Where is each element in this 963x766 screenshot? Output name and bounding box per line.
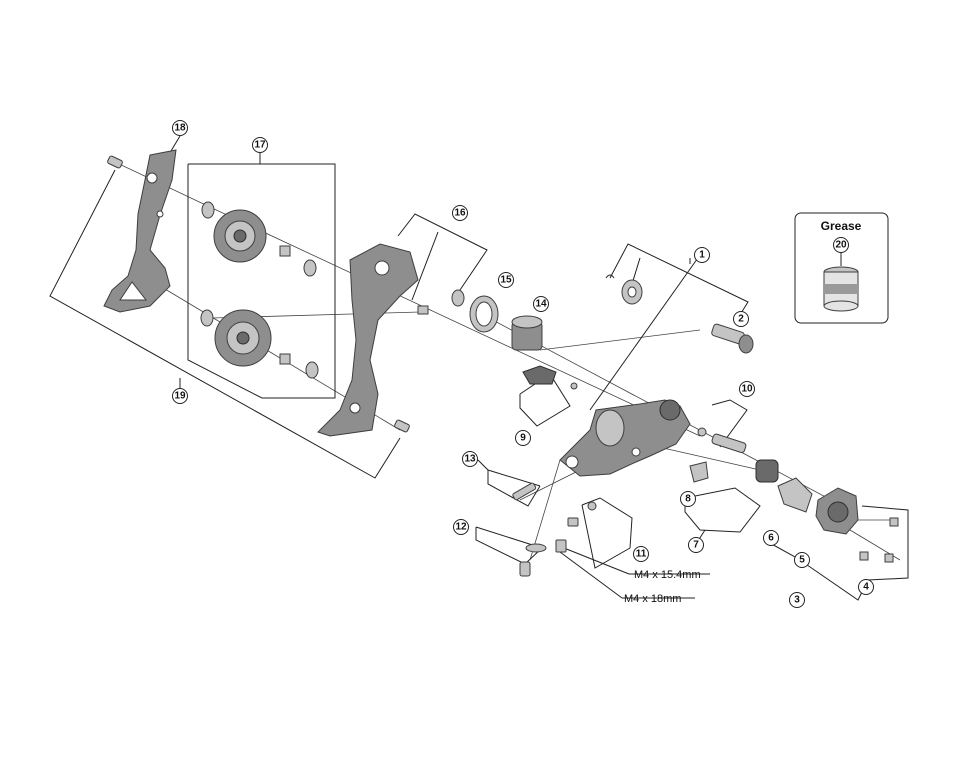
grease-box: Grease 20 [794, 212, 889, 324]
callout-4: 4 [858, 579, 874, 595]
svg-text:9: 9 [520, 433, 526, 444]
svg-text:6: 6 [768, 533, 774, 544]
svg-text:16: 16 [454, 208, 466, 219]
screws-lower [512, 482, 597, 577]
svg-text:1: 1 [699, 250, 705, 261]
derailleur-main-body [559, 399, 691, 477]
inner-cage-plate [317, 243, 465, 437]
dimension-label-screw-a: M4 x 15.4mm [634, 569, 701, 581]
group-leader-lines [49, 135, 909, 601]
svg-text:18: 18 [174, 123, 186, 134]
svg-text:12: 12 [455, 522, 467, 533]
callout-6: 6 [763, 530, 779, 546]
callout-8: 8 [680, 491, 696, 507]
b-axle-parts [605, 274, 643, 305]
pulley-set [200, 201, 319, 379]
svg-text:8: 8 [685, 494, 691, 505]
callout-2: 2 [733, 311, 749, 327]
clutch-axle [697, 427, 747, 454]
svg-text:5: 5 [799, 555, 805, 566]
svg-text:10: 10 [741, 384, 753, 395]
callout-13: 13 [462, 451, 478, 467]
svg-text:2: 2 [738, 314, 744, 325]
clutch-unit [689, 459, 779, 483]
lower-pulley-wheel [214, 309, 272, 367]
spring-cylinder [511, 315, 543, 351]
svg-text:15: 15 [500, 275, 512, 286]
callout-18: 18 [172, 120, 188, 136]
callout-9: 9 [515, 430, 531, 446]
callout-1: 1 [694, 247, 710, 263]
svg-text:4: 4 [863, 582, 869, 593]
callout-3: 3 [789, 592, 805, 608]
grease-jar-icon [823, 266, 859, 312]
tension-adjuster [522, 365, 578, 390]
callout-17: 17 [252, 137, 268, 153]
mounting-bolt [711, 323, 754, 354]
callout-14: 14 [533, 296, 549, 312]
seal-ring [777, 477, 813, 513]
callout-11: 11 [633, 546, 649, 562]
svg-text:3: 3 [794, 595, 800, 606]
outer-cage-plate [103, 149, 177, 313]
svg-text:14: 14 [535, 299, 547, 310]
svg-text:17: 17 [254, 140, 266, 151]
clutch-cover [815, 487, 859, 535]
upper-pulley-wheel [213, 209, 267, 263]
dimension-label-screw-b: M4 x 18mm [624, 593, 681, 605]
callout-15: 15 [498, 272, 514, 288]
callout-5: 5 [794, 552, 810, 568]
spring-ring [469, 295, 499, 333]
svg-text:13: 13 [464, 454, 476, 465]
callout-7: 7 [688, 537, 704, 553]
svg-text:11: 11 [636, 549, 647, 560]
callout-16: 16 [452, 205, 468, 221]
cover-screws [859, 517, 899, 563]
svg-text:7: 7 [693, 540, 699, 551]
svg-text:19: 19 [174, 391, 186, 402]
callout-20-grease: 20 [833, 237, 849, 253]
svg-text:20: 20 [835, 240, 847, 251]
callout-12: 12 [453, 519, 469, 535]
grease-title: Grease [821, 219, 862, 233]
callout-19: 19 [172, 388, 188, 404]
callout-10: 10 [739, 381, 755, 397]
